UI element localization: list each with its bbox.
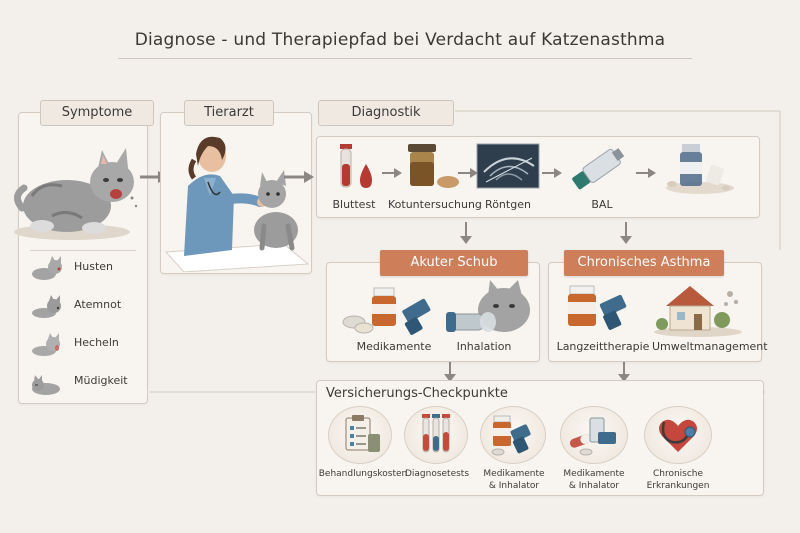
list-item: Atemnot	[28, 290, 138, 324]
arrow-right-icon	[542, 168, 562, 178]
arrow-down-icon	[620, 222, 632, 244]
house-environment-icon	[654, 286, 742, 337]
arrow-right-icon	[284, 171, 314, 183]
long-term-medication-icon	[568, 285, 627, 330]
inhaler-device-icon	[572, 148, 625, 190]
chronisch-label: Umweltmanagement	[652, 340, 768, 353]
diagnostik-header: Diagnostik	[318, 100, 454, 126]
medication-icon	[342, 287, 431, 335]
versicherung-label-line1: Medikamente	[483, 469, 545, 479]
symptome-divider	[30, 250, 136, 251]
heart-stethoscope-icon	[659, 419, 697, 452]
pills-inhaler-icon	[569, 417, 616, 456]
arrow-right-icon	[382, 168, 402, 178]
symptom-label: Husten	[74, 260, 114, 273]
symptome-list: Husten Atemnot Hecheln Müdigkeit	[28, 252, 138, 400]
symptome-header: Symptome	[40, 100, 154, 126]
diagnostik-label: Bluttest	[332, 198, 376, 211]
symptom-label: Hecheln	[74, 336, 119, 349]
diagnostik-label: Röntgen	[485, 198, 531, 211]
blood-test-icon	[340, 144, 372, 188]
versicherung-item-medikamente-2: Medikamente & Inhalator	[552, 406, 636, 494]
versicherung-item-diagnosetests: Diagnosetests	[398, 406, 476, 494]
diagnostik-item-roentgen: Röntgen	[476, 140, 540, 214]
akut-label: Inhalation	[456, 340, 512, 353]
versicherung-label-line2: & Inhalator	[488, 481, 540, 491]
chronisch-label: Langzeittherapie	[556, 340, 650, 353]
test-tubes-icon	[422, 414, 450, 453]
title-divider-top	[118, 58, 692, 59]
versicherung-header: Versicherungs-Checkpunkte	[326, 386, 508, 401]
versicherung-item-chronische-erkrankungen: Chronische Erkrankungen	[636, 406, 720, 494]
versicherung-label-line2: Erkrankungen	[646, 481, 710, 491]
versicherung-label-line1: Chronische	[652, 469, 704, 479]
arrow-down-icon	[460, 222, 472, 244]
akut-label: Medikamente	[356, 340, 432, 353]
versicherung-item-behandlungskosten: Behandlungskosten	[318, 406, 408, 494]
page-title: Diagnose - und Therapiepfad bei Verdacht…	[134, 30, 666, 50]
diagnostik-item-bal: BAL	[562, 140, 642, 214]
vet-with-cat-illustration	[164, 136, 310, 272]
diagnostik-label: Kotuntersuchung	[388, 198, 482, 211]
versicherung-item-medikamente-1: Medikamente & Inhalator	[474, 406, 554, 494]
versicherung-label-line1: Diagnosetests	[404, 469, 470, 479]
xray-icon	[476, 143, 540, 189]
list-item: Hecheln	[28, 328, 138, 362]
arrow-right-icon	[636, 168, 656, 178]
chronisch-header: Chronisches Asthma	[564, 250, 724, 276]
tierarzt-header: Tierarzt	[184, 100, 274, 126]
versicherung-label-line2: & Inhalator	[568, 481, 620, 491]
symptom-label: Müdigkeit	[74, 374, 128, 387]
cat-cough-icon	[32, 256, 62, 280]
akut-header: Akuter Schub	[380, 250, 528, 276]
clipboard-icon	[345, 415, 380, 452]
item-circle	[480, 406, 546, 464]
cat-inhalation-icon	[446, 280, 530, 332]
diagnostik-item-kotuntersuchung: Kotuntersuchung	[388, 140, 482, 214]
cat-breathing-icon	[32, 295, 61, 318]
medication-bottle-icon	[666, 144, 734, 194]
diagnostik-item-bluttest: Bluttest	[326, 140, 382, 214]
cat-panting-icon	[32, 333, 60, 356]
versicherung-label-line1: Behandlungskosten	[318, 469, 408, 479]
list-item: Müdigkeit	[28, 366, 138, 400]
medication-inhaler-icon	[491, 415, 531, 456]
list-item: Husten	[28, 252, 138, 286]
coughing-cat-illustration	[14, 148, 138, 240]
symptom-label: Atemnot	[74, 298, 122, 311]
stool-sample-icon	[408, 144, 459, 188]
versicherung-label-line1: Medikamente	[563, 469, 625, 479]
arrow-right-icon	[458, 168, 478, 178]
diagnostik-label: BAL	[591, 198, 613, 211]
cat-tired-icon	[32, 375, 60, 395]
